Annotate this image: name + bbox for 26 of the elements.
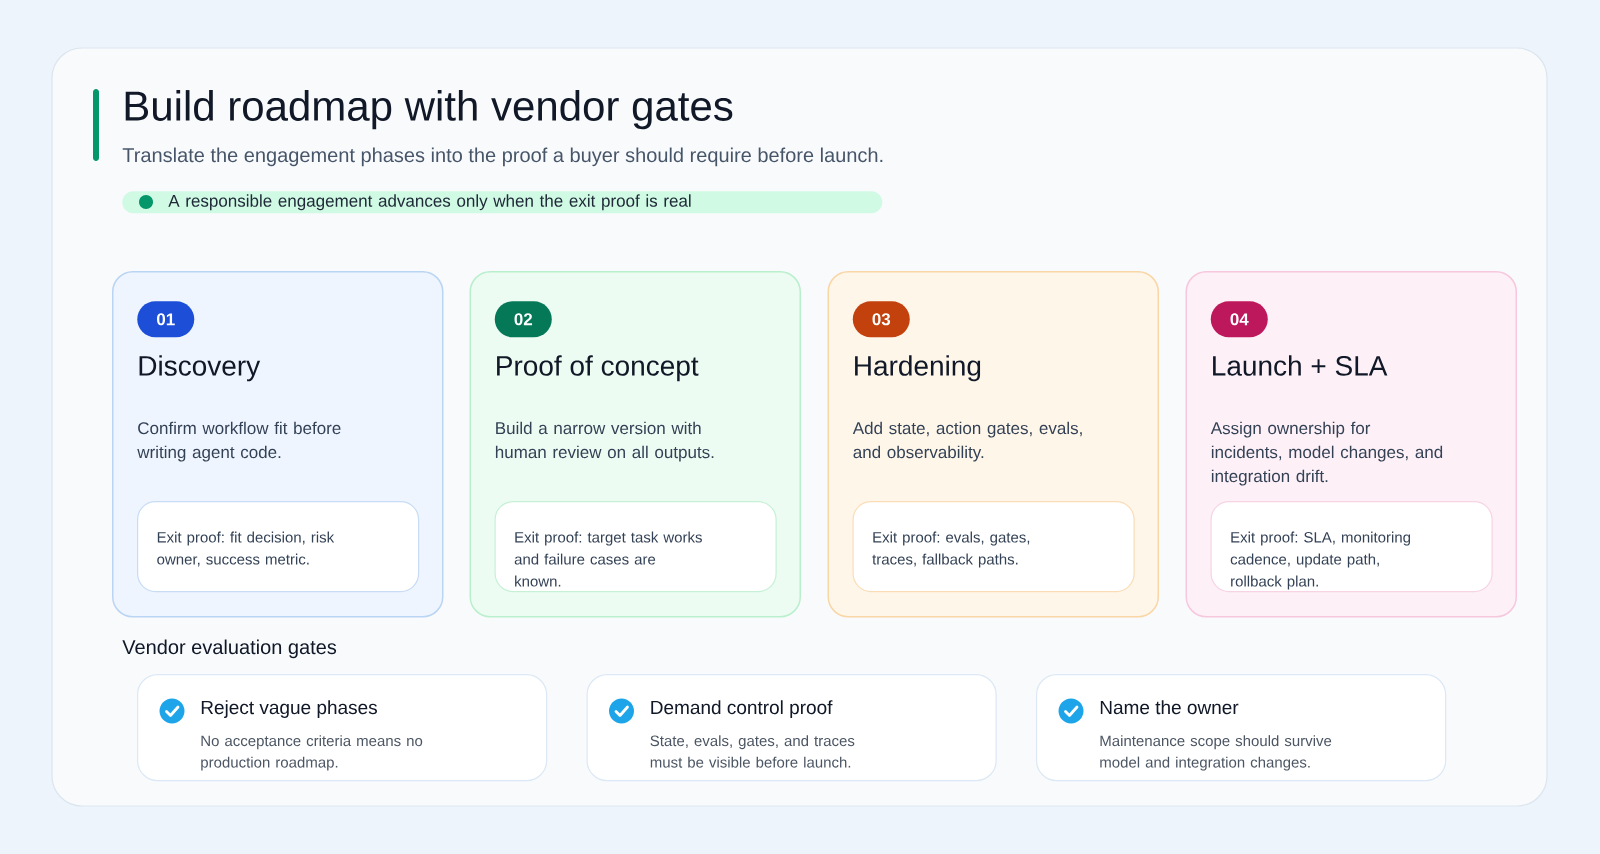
card-description: Build a narrow version with human review on all outputs.	[495, 421, 714, 462]
number-badge: 04	[1210, 301, 1268, 338]
number-badge: 02	[494, 301, 552, 338]
card-title: Hardening	[855, 355, 981, 382]
card-title: Launch + SLA	[1213, 355, 1388, 376]
gate-title: Demand control proof	[651, 700, 833, 718]
card-title: Proof of concept	[497, 355, 699, 382]
section-heading: Vendor evaluation gates	[122, 639, 337, 659]
exit-proof-box: Exit proof: fit decision, risk owner, success metric.	[137, 501, 420, 593]
exit-proof-box: Exit proof: target task works and failure cases are known.	[494, 501, 777, 593]
subtitle: Translate the engagement phases into the proof a buyer should require before launch.	[122, 147, 883, 167]
card-description: Confirm workflow fit before writing agent code.	[137, 421, 341, 462]
highlight-banner: A responsible engagement advances only when the exit proof is real	[122, 191, 883, 214]
gate-title: Reject vague phases	[201, 700, 377, 718]
gate-title: Name the owner	[1100, 700, 1239, 715]
card-description: Assign ownership for incidents, model changes, and integration drift.	[1210, 421, 1443, 486]
exit-proof-box: Exit proof: SLA, monitoring cadence, update path, rollback plan.	[1210, 501, 1493, 593]
number-badge: 03	[852, 301, 910, 338]
card-description: Add state, action gates, evals, and observability.	[852, 421, 1082, 462]
card-title: Discovery	[139, 355, 261, 382]
gate-description: Maintenance scope should survive model and integration changes.	[1100, 735, 1332, 771]
title: Build roadmap with vendor gates	[125, 90, 733, 130]
gate-description: State, evals, gates, and traces must be visible before launch.	[650, 735, 855, 768]
exit-proof-box: Exit proof: evals, gates, traces, fallback paths.	[852, 501, 1135, 593]
gate-description: No acceptance criteria means no production roadmap.	[201, 735, 423, 771]
number-badge: 01	[137, 301, 195, 338]
